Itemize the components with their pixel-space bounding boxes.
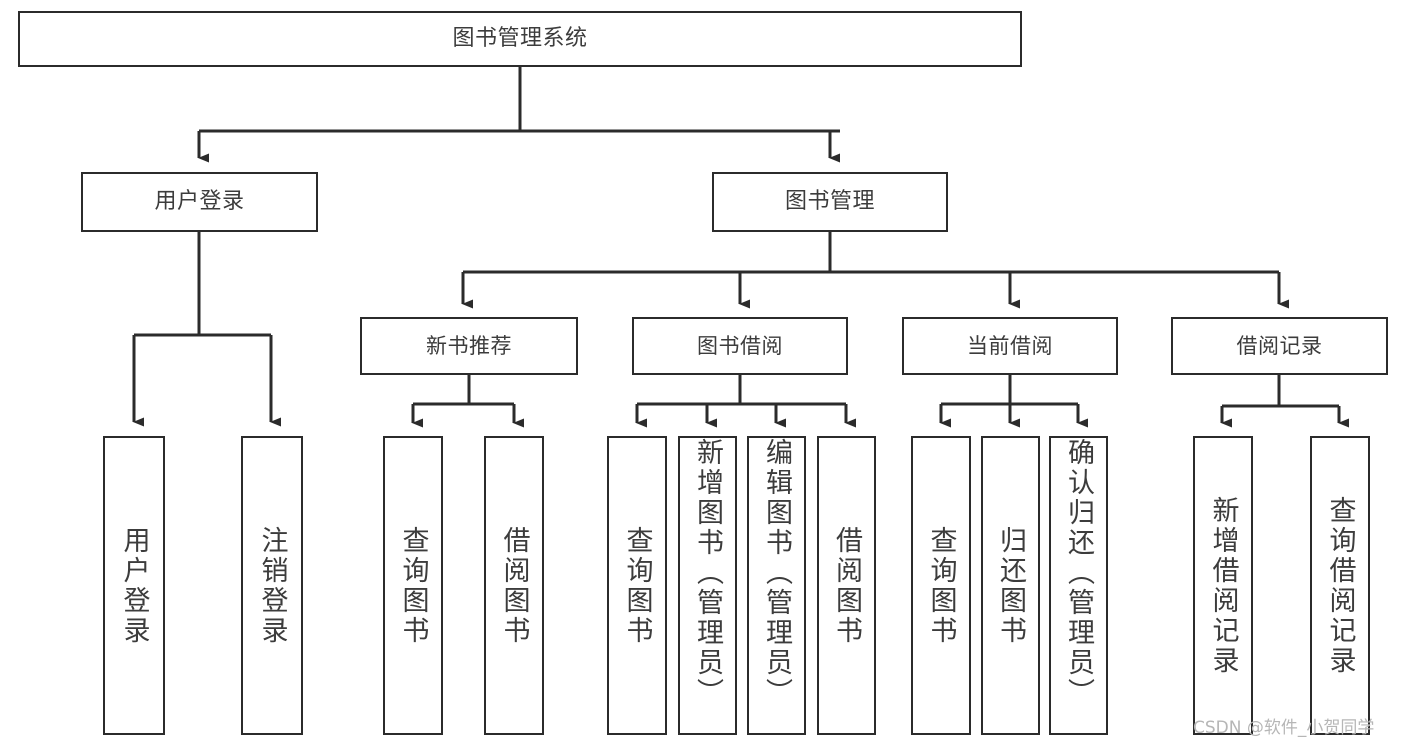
node-label: 借阅记录 [1236, 333, 1323, 358]
node-leaf-borrow-book-1[interactable]: 借阅图书 [484, 436, 544, 735]
node-leaf-query-book-1[interactable]: 查询图书 [383, 436, 443, 735]
node-label: 查询图书 [621, 525, 653, 646]
node-book-borrow[interactable]: 图书借阅 [632, 317, 848, 375]
node-label: 新书推荐 [426, 333, 512, 358]
node-new-book-recommend[interactable]: 新书推荐 [360, 317, 578, 375]
node-leaf-add-book[interactable]: 新增图书（管理员） [678, 436, 737, 735]
node-borrow-record[interactable]: 借阅记录 [1171, 317, 1388, 375]
node-label: 确认归还（管理员） [1063, 438, 1094, 708]
node-label: 图书管理系统 [452, 26, 588, 52]
csdn-watermark: CSDN @软件_小贺同学 [1193, 718, 1375, 738]
node-label: 用户登录 [118, 525, 150, 646]
node-leaf-edit-book[interactable]: 编辑图书（管理员） [747, 436, 806, 735]
node-leaf-confirm-return[interactable]: 确认归还（管理员） [1049, 436, 1108, 735]
node-leaf-add-record[interactable]: 新增借阅记录 [1193, 436, 1253, 735]
node-label: 查询图书 [397, 525, 429, 646]
node-label: 新增借阅记录 [1207, 495, 1239, 676]
node-label: 注销登录 [256, 525, 288, 646]
node-root-system[interactable]: 图书管理系统 [18, 11, 1022, 67]
node-leaf-user-logout[interactable]: 注销登录 [241, 436, 303, 735]
node-label: 新增图书（管理员） [692, 438, 723, 708]
node-label: 查询借阅记录 [1324, 495, 1356, 676]
node-leaf-query-record[interactable]: 查询借阅记录 [1310, 436, 1370, 735]
node-label: 借阅图书 [831, 525, 862, 646]
node-label: 编辑图书（管理员） [761, 438, 792, 708]
node-leaf-user-login[interactable]: 用户登录 [103, 436, 165, 735]
node-label: 当前借阅 [967, 333, 1053, 358]
node-label: 用户登录 [154, 189, 245, 215]
node-leaf-borrow-book-2[interactable]: 借阅图书 [817, 436, 876, 735]
node-label: 借阅图书 [498, 525, 530, 646]
node-label: 图书借阅 [697, 333, 783, 358]
node-leaf-query-book-2[interactable]: 查询图书 [607, 436, 667, 735]
node-label: 图书管理 [784, 189, 875, 215]
node-leaf-return-book[interactable]: 归还图书 [981, 436, 1040, 735]
node-book-manage[interactable]: 图书管理 [712, 172, 948, 232]
node-current-borrow[interactable]: 当前借阅 [902, 317, 1118, 375]
node-label: 归还图书 [995, 525, 1026, 646]
node-user-login[interactable]: 用户登录 [81, 172, 318, 232]
node-leaf-query-book-3[interactable]: 查询图书 [911, 436, 971, 735]
node-label: 查询图书 [925, 525, 957, 646]
